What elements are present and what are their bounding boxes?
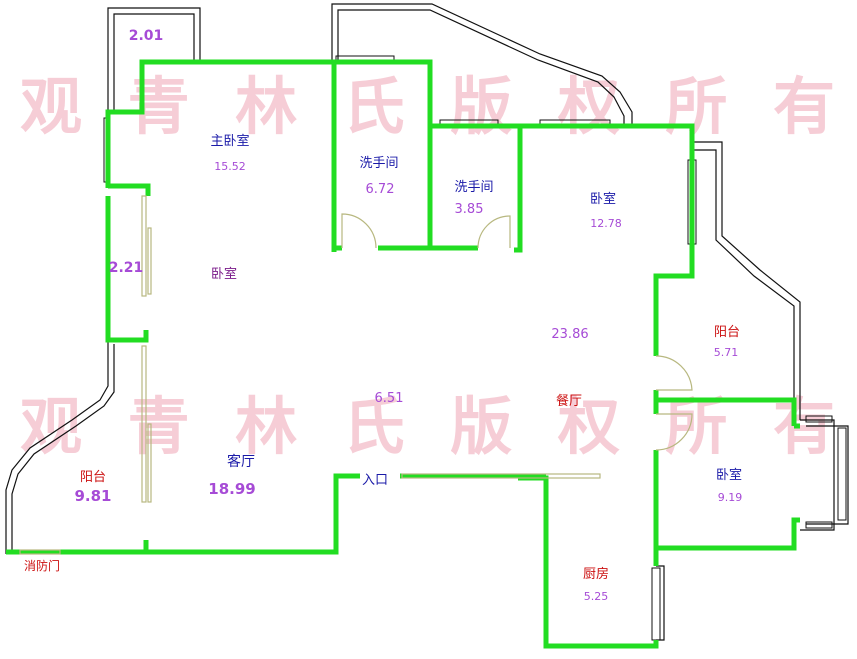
dining-name: 餐厅 [556, 393, 582, 409]
bedroom-ne-area: 12.78 [590, 217, 622, 230]
master-bedroom-name: 主卧室 [210, 133, 249, 149]
balcony-e-area: 5.71 [714, 346, 739, 359]
bedroom-se-area: 9.19 [718, 491, 743, 504]
washroom-2-name: 洗手间 [454, 180, 493, 195]
living-area: 18.99 [208, 480, 255, 498]
corridor-area: 6.51 [375, 391, 404, 406]
washroom-1-name: 洗手间 [359, 156, 398, 171]
bedroom-ne-name: 卧室 [590, 191, 616, 207]
fire-door-label: 消防门 [24, 558, 60, 573]
washroom-1-area: 6.72 [366, 182, 395, 197]
balcony-e-name: 阳台 [714, 325, 740, 340]
balcony-top-area: 2.01 [129, 28, 164, 44]
kitchen-name: 厨房 [583, 566, 609, 582]
balcony-w-name: 阳台 [80, 470, 106, 485]
kitchen-area: 5.25 [584, 590, 609, 603]
entrance-label: 入口 [362, 473, 388, 488]
living-name: 客厅 [227, 453, 255, 470]
labels: 2.01 主卧室 15.52 洗手间 6.72 洗手间 3.85 卧室 12.7… [24, 28, 742, 603]
bedroom-w-area: 2.21 [109, 260, 144, 276]
washroom-2-area: 3.85 [455, 202, 484, 217]
walls [6, 59, 800, 649]
doors [19, 195, 693, 555]
balcony-outlines [5, 3, 849, 641]
hall-area: 23.86 [551, 327, 588, 342]
bedroom-w-name: 卧室 [211, 266, 237, 282]
balcony-w-area: 9.81 [74, 487, 111, 505]
master-bedroom-area: 15.52 [214, 160, 246, 173]
bedroom-se-name: 卧室 [716, 467, 742, 483]
